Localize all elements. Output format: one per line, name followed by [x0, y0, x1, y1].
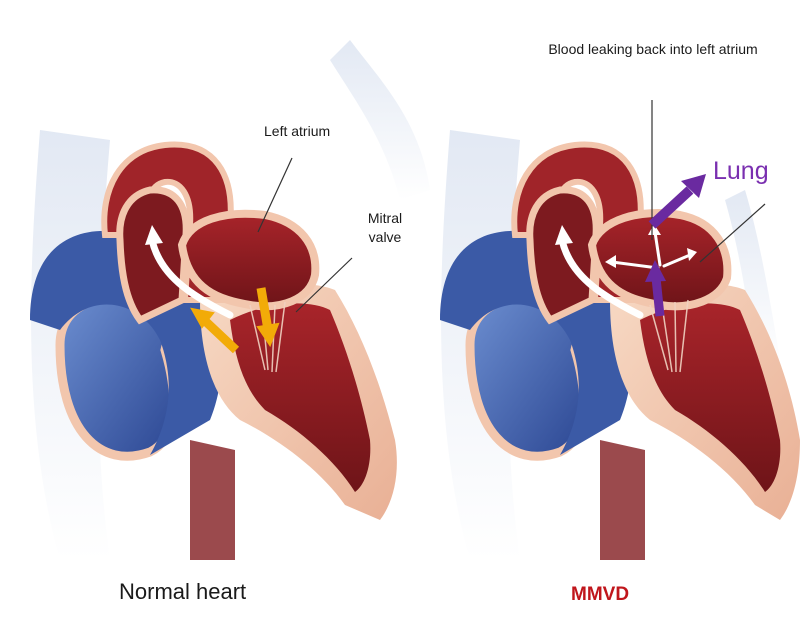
blood-leaking-label: Blood leaking back into left atrium	[540, 40, 766, 59]
lung-label: Lung	[713, 157, 769, 186]
normal-heart-illustration	[30, 40, 430, 560]
left-atrium-label: Left atrium	[264, 123, 330, 139]
mitral-valve-label-line1: Mitral	[352, 209, 418, 228]
mitral-valve-label-line2: valve	[352, 228, 418, 247]
mmvd-caption: MMVD	[571, 584, 629, 606]
normal-heart-caption: Normal heart	[119, 579, 246, 605]
mitral-valve-label: Mitral valve	[352, 208, 418, 248]
